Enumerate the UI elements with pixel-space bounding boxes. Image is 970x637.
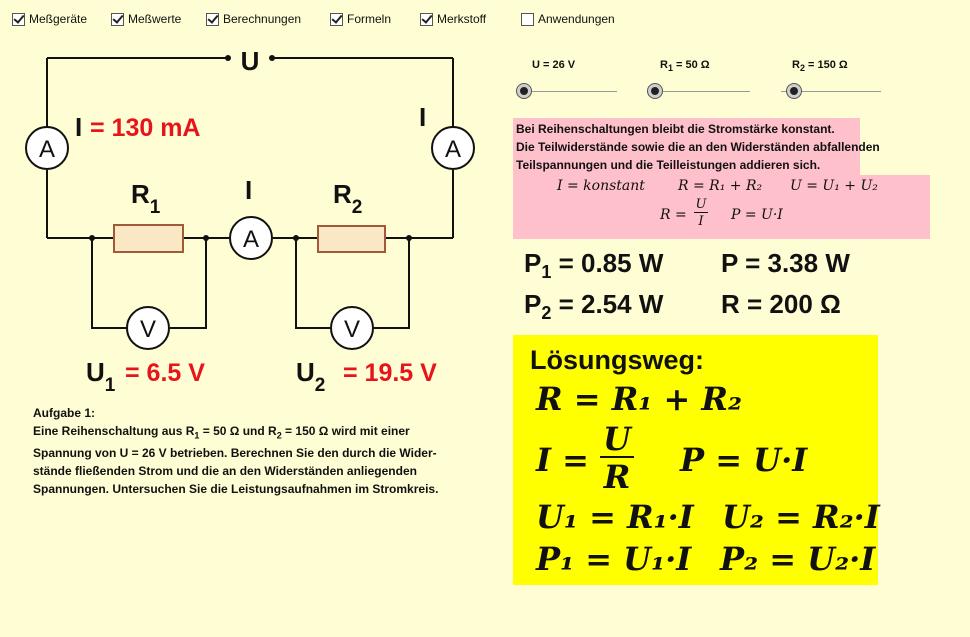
checkbox-label: Berechnungen <box>223 12 302 26</box>
solution-formula-2-den: R <box>603 458 631 496</box>
current-symbol-right: I <box>419 102 426 132</box>
task-line: Eine Reihenschaltung aus R1 = 50 Ω und R… <box>33 424 410 441</box>
task-text: Aufgabe 1: Eine Reihenschaltung aus R1 =… <box>33 404 438 498</box>
merkstoff-formula-1: I = konstant <box>557 178 645 194</box>
merkstoff-formula-box <box>513 175 930 239</box>
u1-label: U1 <box>86 357 116 396</box>
solution-formula-3b: U₂ = R₂·I <box>722 498 880 536</box>
current-symbol-left: I <box>75 112 82 142</box>
task-line: Spannung von U = 26 V betrieben. Berechn… <box>33 446 437 461</box>
task-title: Aufgabe 1: <box>33 406 96 420</box>
solution-formula-4b: P₂ = U₂·I <box>720 540 876 578</box>
checkbox-box[interactable] <box>12 12 25 26</box>
ammeter-left-icon: A <box>25 126 69 170</box>
solution-formula-1: R = R₁ + R₂ <box>536 380 742 418</box>
merkstoff-formula-4-den: I <box>698 214 704 229</box>
svg-text:V: V <box>140 316 156 343</box>
u2-label: U2 <box>296 357 325 396</box>
result-p1: P1 = 0.85 W <box>524 248 664 283</box>
merkstoff-formula-5: P = U·I <box>731 207 783 223</box>
merkstoff-formula-4-num: U <box>694 197 708 213</box>
slider-u-track[interactable] <box>517 91 617 92</box>
slider-u-label: U = 26 V <box>532 59 576 71</box>
svg-text:A: A <box>243 226 259 253</box>
merkstoff-formula-3: U = U₁ + U₂ <box>790 178 878 194</box>
checkbox-label: Meßgeräte <box>29 12 88 26</box>
solution-formula-4a: P₁ = U₁·I <box>536 540 692 578</box>
result-p2: P2 = 2.54 W <box>524 289 664 324</box>
svg-text:V: V <box>344 316 360 343</box>
current-value: = 130 mA <box>90 114 201 142</box>
checkbox-messwerte[interactable]: Meßwerte <box>111 12 181 26</box>
checkbox-label: Anwendungen <box>538 12 615 26</box>
slider-r2-knob[interactable] <box>787 84 801 98</box>
checkbox-label: Merkstoff <box>437 12 487 26</box>
slider-r1-label: R1 = 50 Ω <box>660 59 710 74</box>
checkbox-formeln[interactable]: Formeln <box>330 12 391 26</box>
u1-value: = 6.5 V <box>125 359 205 387</box>
svg-text:A: A <box>39 136 55 163</box>
checkbox-box[interactable] <box>521 12 534 26</box>
merkstoff-line: Bei Reihenschaltungen bleibt die Stromst… <box>516 122 835 136</box>
solution-formula-2-right: P = U·I <box>680 441 808 479</box>
resistor-r1 <box>113 224 184 253</box>
solution-box <box>513 335 878 585</box>
merkstoff-formula-2: R = R₁ + R₂ <box>678 178 763 194</box>
merkstoff-line: Teilspannungen und die Teilleistungen ad… <box>516 158 821 172</box>
result-r: R = 200 Ω <box>721 289 841 319</box>
task-line: stände fließenden Strom und die an den W… <box>33 464 417 479</box>
checkbox-anwendungen[interactable]: Anwendungen <box>521 12 615 26</box>
solution-formula-2-left: I = <box>536 441 589 479</box>
task-line: Spannungen. Untersuchen Sie die Leistung… <box>33 482 439 497</box>
checkbox-box[interactable] <box>206 12 219 26</box>
checkbox-label: Meßwerte <box>128 12 182 26</box>
result-p: P = 3.38 W <box>721 248 850 278</box>
merkstoff-text: Bei Reihenschaltungen bleibt die Stromst… <box>516 120 880 174</box>
slider-r2-track[interactable] <box>781 91 881 92</box>
checkbox-label: Formeln <box>347 12 392 26</box>
merkstoff-formula-4-left: R = <box>660 207 687 223</box>
solution-formula-3a: U₁ = R₁·I <box>536 498 694 536</box>
checkbox-box[interactable] <box>420 12 433 26</box>
voltmeter-1-icon: V <box>126 306 170 350</box>
r2-label: R2 <box>333 179 362 218</box>
checkbox-merkstoff[interactable]: Merkstoff <box>420 12 486 26</box>
source-label: U <box>241 46 260 76</box>
svg-text:A: A <box>445 136 461 163</box>
resistor-r2 <box>317 225 386 253</box>
slider-r2-label: R2 = 150 Ω <box>792 59 848 74</box>
current-symbol-middle: I <box>245 175 252 205</box>
checkbox-messgeraete[interactable]: Meßgeräte <box>12 12 87 26</box>
merkstoff-line: Die Teilwiderstände sowie die an den Wid… <box>516 140 880 154</box>
slider-u-knob[interactable] <box>517 84 531 98</box>
r1-label: R1 <box>131 179 161 218</box>
u2-value: = 19.5 V <box>343 359 437 387</box>
checkbox-berechnungen[interactable]: Berechnungen <box>206 12 301 26</box>
merkstoff-box <box>513 118 860 176</box>
solution-title: Lösungsweg: <box>530 345 704 375</box>
circuit-diagram: A A A V V U I = 130 mA I I R1 R2 U1 = 6.… <box>25 46 475 396</box>
solution-formula-2-num: U <box>600 422 634 458</box>
voltmeter-2-icon: V <box>330 306 374 350</box>
ammeter-right-icon: A <box>431 126 475 170</box>
checkbox-box[interactable] <box>111 12 124 26</box>
slider-r1-track[interactable] <box>648 91 750 92</box>
slider-r1-knob[interactable] <box>648 84 662 98</box>
ammeter-middle-icon: A <box>229 216 273 260</box>
checkbox-box[interactable] <box>330 12 343 26</box>
